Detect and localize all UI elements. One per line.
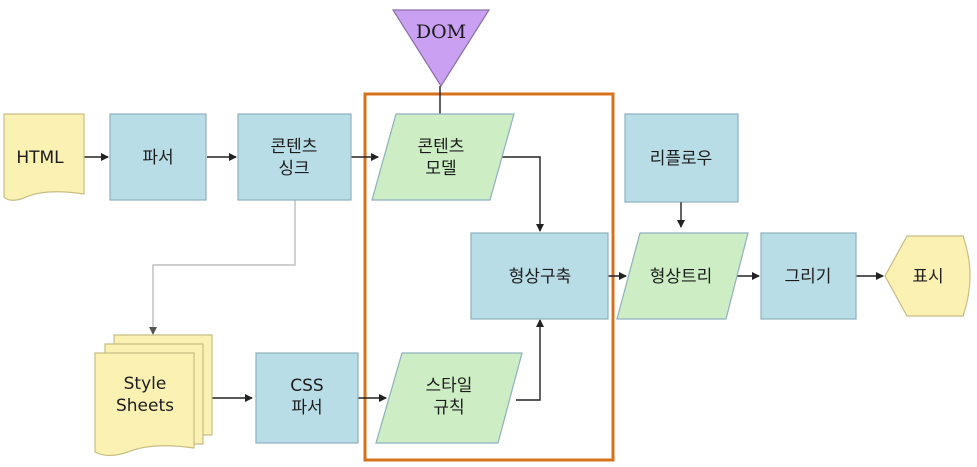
painting-node: 그리기 — [760, 232, 857, 320]
frame-tree-node: 형상트리 — [616, 232, 749, 320]
style-rules-node: 스타일 규칙 — [375, 352, 523, 444]
css-parser-node: CSS 파서 — [255, 352, 359, 444]
frame-tree-label: 형상트리 — [650, 267, 713, 287]
style-sheets-label-line2: Sheets — [116, 396, 174, 416]
edge-content-model-to-frame-construction — [500, 156, 544, 232]
parser-label: 파서 — [142, 148, 173, 168]
css-parser-label-line2: 파서 — [291, 398, 322, 418]
content-model-label-line2: 모델 — [425, 159, 456, 179]
frame-construction-node: 형상구축 — [470, 232, 609, 320]
parser-node: 파서 — [109, 113, 207, 201]
content-sink-label-line2: 싱크 — [278, 159, 309, 179]
style-sheets-node: Style Sheets — [94, 334, 213, 457]
edge-content-sink-to-style-sheets — [149, 200, 296, 335]
content-sink-label-line1: 콘텐츠 — [271, 137, 318, 157]
painting-label: 그리기 — [785, 267, 832, 287]
content-model-label-line1: 콘텐츠 — [418, 137, 465, 157]
reflow-node: 리플로우 — [624, 113, 739, 203]
content-model-node: 콘텐츠 모델 — [371, 113, 515, 201]
display-node: 표시 — [884, 235, 971, 317]
edges — [84, 86, 884, 402]
dom-label: DOM — [416, 21, 466, 43]
css-parser-label-line1: CSS — [290, 376, 323, 396]
frame-construction-label: 형상구축 — [509, 267, 572, 287]
edge-style-rules-to-frame-construction — [516, 319, 544, 401]
style-sheets-label-line1: Style — [124, 374, 167, 394]
reflow-label: 리플로우 — [650, 149, 713, 169]
highlight-frame — [363, 92, 615, 462]
html-document-node: HTML — [3, 113, 85, 201]
style-rules-label-line1: 스타일 — [426, 376, 473, 396]
dom-node: DOM — [391, 9, 491, 88]
style-rules-label-line2: 규칙 — [433, 398, 464, 418]
content-sink-node: 콘텐츠 싱크 — [237, 113, 352, 201]
html-label: HTML — [16, 148, 64, 168]
display-label: 표시 — [912, 267, 943, 287]
